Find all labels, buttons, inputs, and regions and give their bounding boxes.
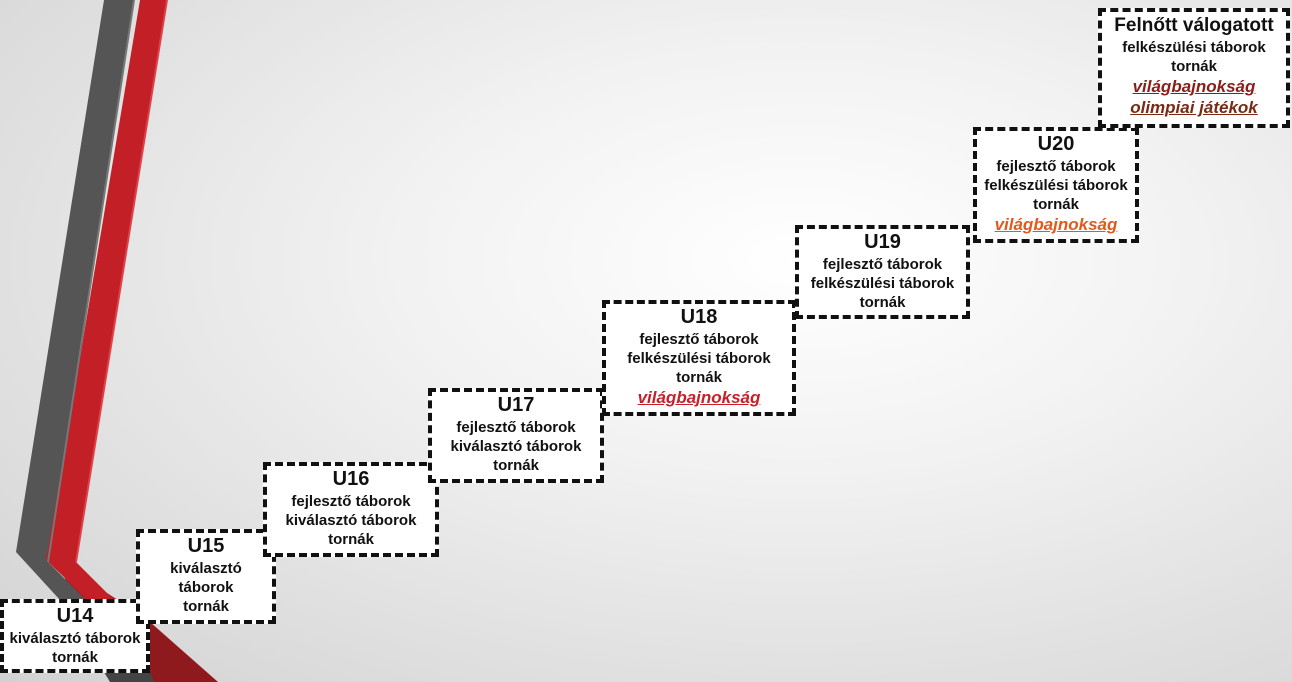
step-title: U19 bbox=[864, 231, 901, 253]
competition-link-olympic-games: olimpiai játékok bbox=[1130, 98, 1258, 117]
step-line: kiválasztó táborok bbox=[450, 438, 582, 455]
step-line: tornák bbox=[493, 457, 539, 474]
step-line: tornák bbox=[328, 531, 374, 548]
foot-red-shape bbox=[150, 622, 218, 682]
step-line: fejlesztő táborok bbox=[456, 419, 576, 436]
foot-gray-shape bbox=[104, 672, 154, 682]
step-line: tornák bbox=[676, 369, 722, 386]
step-line: tornák bbox=[859, 294, 906, 311]
step-line: fejlesztő táborok bbox=[291, 493, 411, 510]
step-line: felkészülési táborok bbox=[984, 177, 1128, 194]
step-u14: U14 kiválasztó táborok tornák bbox=[0, 599, 150, 673]
step-u19: U19 fejlesztő táborok felkészülési tábor… bbox=[795, 225, 970, 319]
step-line: táborok bbox=[178, 579, 234, 596]
step-title: U20 bbox=[1037, 133, 1075, 155]
foot-red-shape-2 bbox=[60, 563, 118, 600]
step-line: kiválasztó bbox=[170, 560, 242, 577]
step-u17: U17 fejlesztő táborok kiválasztó táborok… bbox=[428, 388, 604, 483]
step-title: U16 bbox=[332, 468, 370, 490]
step-title: U17 bbox=[497, 394, 535, 416]
red-stripe-edge bbox=[75, 0, 168, 563]
step-line: kiválasztó táborok bbox=[285, 512, 417, 529]
step-title: Felnőtt válogatott bbox=[1114, 15, 1274, 36]
gray-stripe-edge bbox=[47, 0, 135, 563]
step-u18: U18 fejlesztő táborok felkészülési tábor… bbox=[602, 300, 796, 416]
step-line: fejlesztő táborok bbox=[996, 158, 1116, 175]
step-adult-national-team: Felnőtt válogatott felkészülési táborok … bbox=[1098, 8, 1290, 128]
step-line: tornák bbox=[183, 598, 229, 615]
step-title: U14 bbox=[56, 605, 94, 627]
step-u16: U16 fejlesztő táborok kiválasztó táborok… bbox=[263, 462, 439, 557]
step-line: tornák bbox=[1033, 196, 1079, 213]
step-u15: U15 kiválasztó táborok tornák bbox=[136, 529, 276, 624]
competition-link-world-championship: világbajnokság bbox=[637, 388, 761, 407]
competition-link-world-championship: világbajnokság bbox=[994, 215, 1118, 234]
step-line: felkészülési táborok bbox=[810, 275, 955, 292]
step-line: felkészülési táborok bbox=[1122, 39, 1266, 56]
step-title: U15 bbox=[187, 535, 225, 557]
step-u20: U20 fejlesztő táborok felkészülési tábor… bbox=[973, 127, 1139, 243]
competition-link-world-championship: világbajnokság bbox=[1132, 77, 1256, 96]
red-stripe bbox=[46, 0, 167, 600]
step-line: felkészülési táborok bbox=[627, 350, 771, 367]
step-title: U18 bbox=[680, 306, 718, 328]
gray-stripe bbox=[16, 0, 134, 600]
step-line: fejlesztő táborok bbox=[822, 256, 943, 273]
step-line: tornák bbox=[1171, 58, 1217, 75]
step-line: tornák bbox=[52, 649, 98, 666]
step-line: fejlesztő táborok bbox=[639, 331, 759, 348]
step-line: kiválasztó táborok bbox=[9, 630, 141, 647]
